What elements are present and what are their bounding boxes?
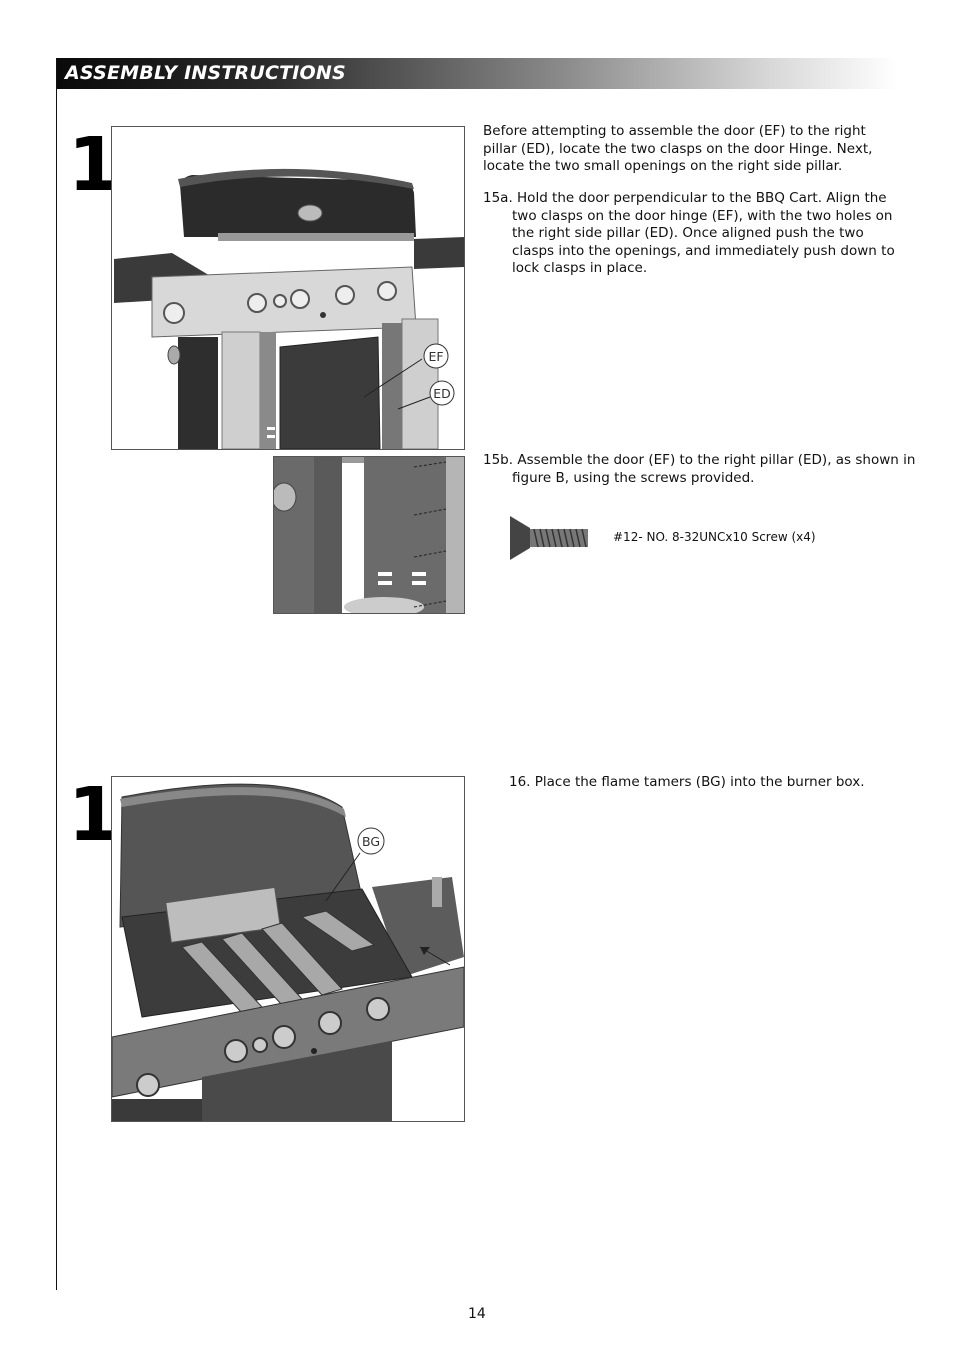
callout-bg: BG [362,834,380,849]
figure-15b-pillar-detail [273,456,465,614]
step16-text: 16. Place the flame tamers (BG) into the… [509,774,865,790]
figure-16-flame-tamers: BG [111,776,465,1122]
step15b-text: 15b. Assemble the door (EF) to the right… [483,452,916,486]
page-number: 14 [468,1306,486,1322]
flame-tamers-illustration: BG [112,783,464,1121]
screw-icon [508,514,590,562]
pillar-detail-illustration [274,457,464,613]
grill-door-illustration: EF ED [114,168,464,449]
callout-ef: EF [428,349,443,364]
step15-intro-text: Before attempting to assemble the door (… [483,123,873,174]
left-margin-rule [56,58,57,1290]
figure-15a-grill-door: EF ED [111,126,465,450]
section-title: ASSEMBLY INSTRUCTIONS [65,62,346,84]
section-header: ASSEMBLY INSTRUCTIONS [57,58,897,89]
callout-ed: ED [433,386,451,401]
step15a-text: 15a. Hold the door perpendicular to the … [483,190,895,276]
screw-label: #12- NO. 8-32UNCx10 Screw (x4) [613,530,816,544]
